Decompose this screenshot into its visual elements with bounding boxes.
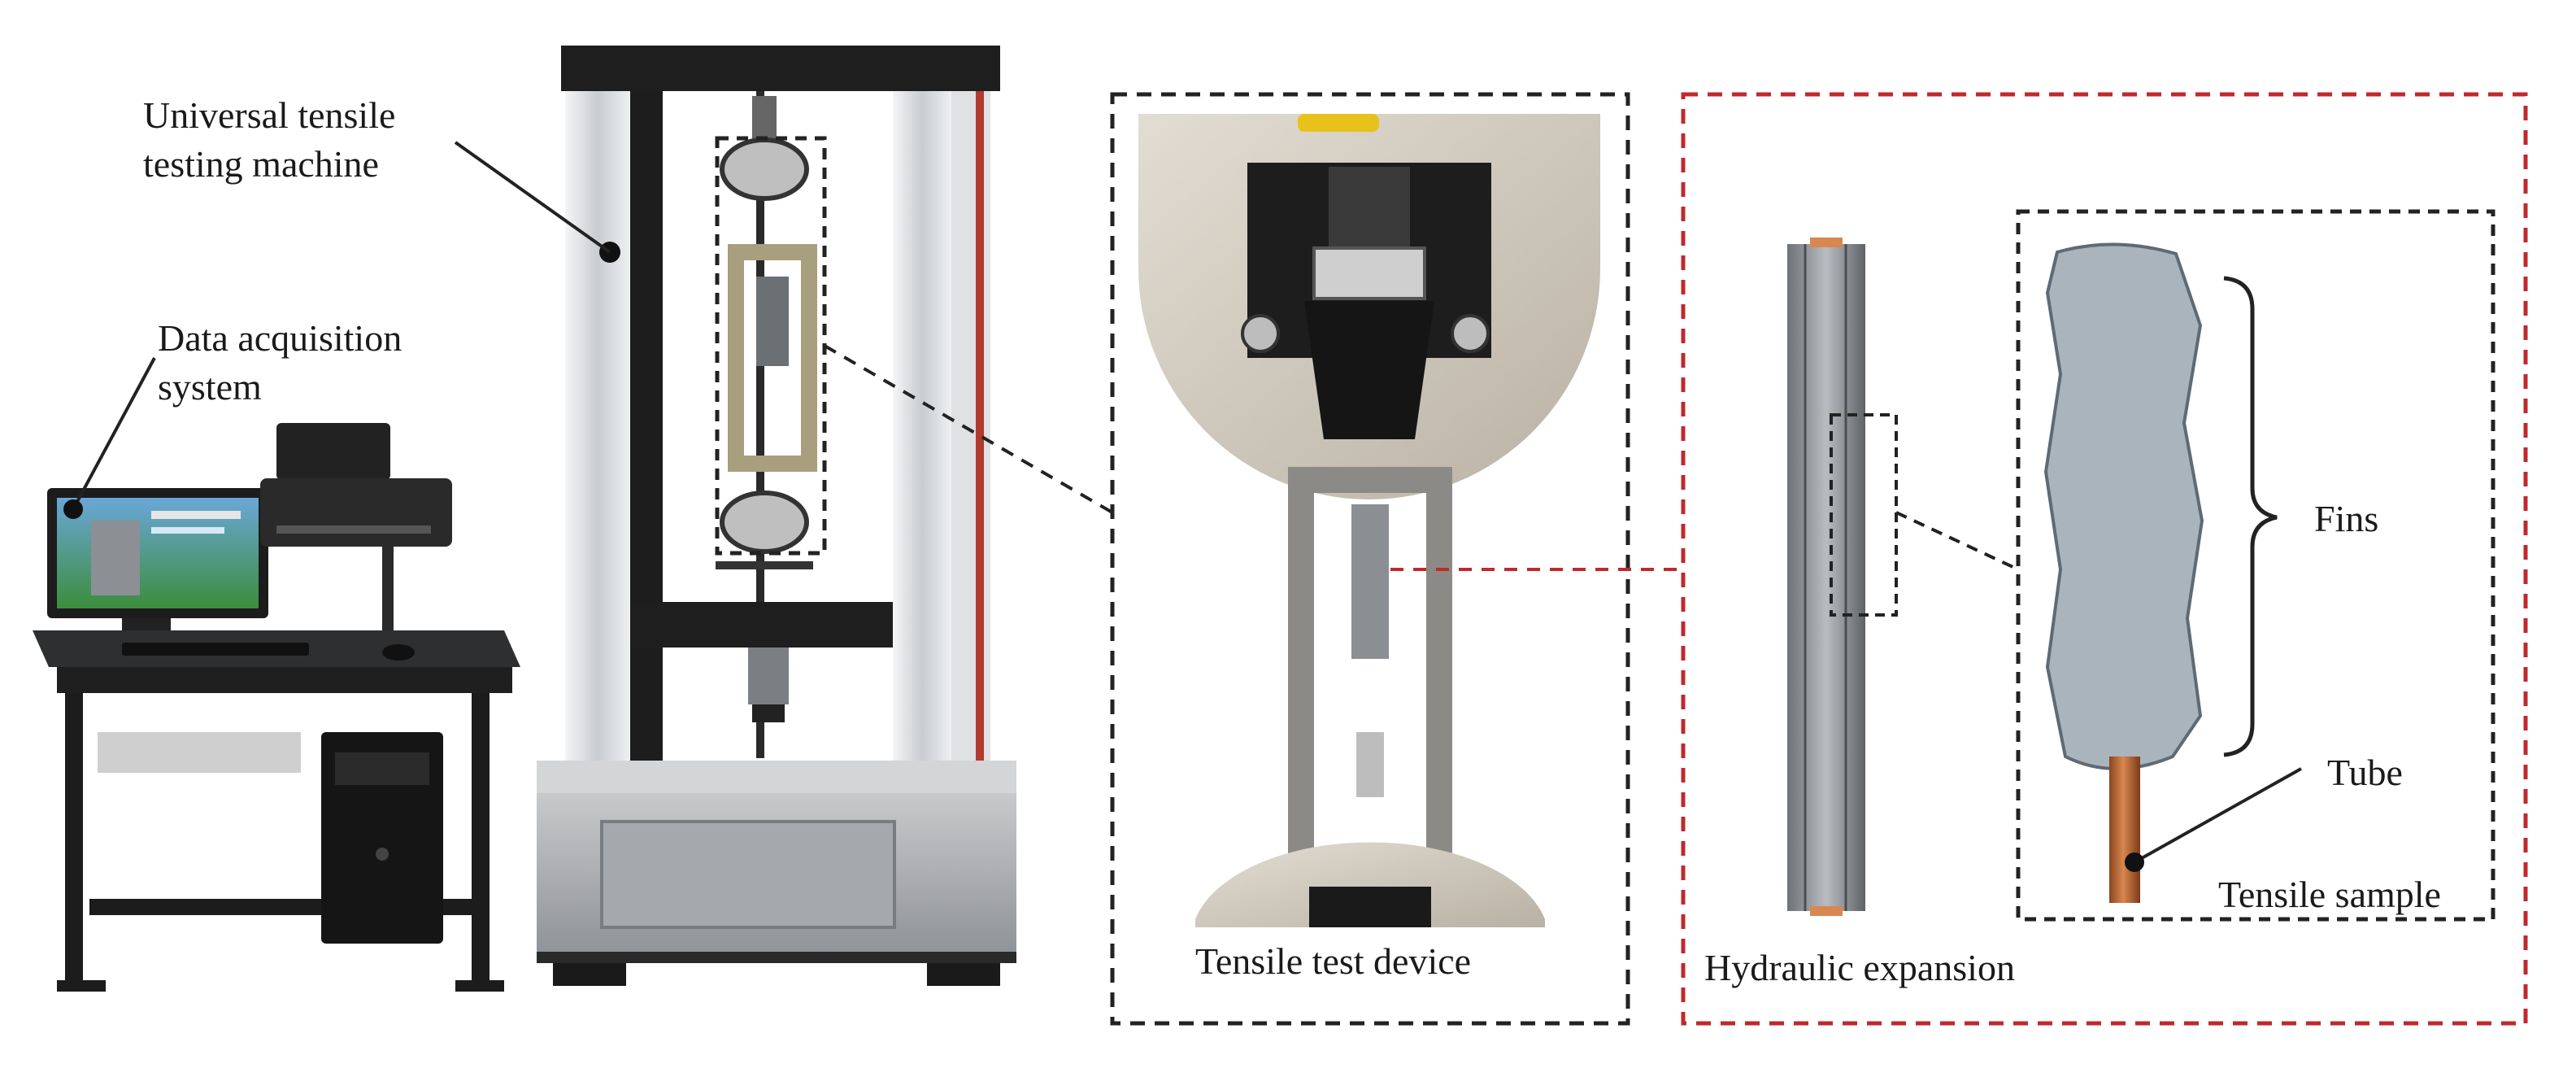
universal-tensile-testing-machine (537, 46, 1016, 986)
hydraulic-expansion-box (1681, 92, 2528, 1026)
daq-label-line2: system (158, 366, 262, 408)
tensile-sample-box (2016, 209, 2496, 922)
fins-brace (2223, 276, 2278, 757)
daq-callout-line (72, 357, 156, 510)
tensile-sample-label: Tensile sample (2218, 874, 2441, 915)
zoom-connector-1 (823, 344, 1114, 514)
moving-crosshead (630, 602, 893, 648)
tube-callout-line (2134, 767, 2302, 864)
data-acquisition-system (33, 423, 520, 992)
upper-grip (720, 137, 809, 201)
tube-label: Tube (2327, 752, 2403, 793)
tensile-sample (2043, 242, 2204, 903)
tensile-cage (728, 244, 817, 472)
tube-callout-dot (2125, 852, 2144, 872)
finned-tube (1787, 238, 1865, 916)
copper-tube (2109, 757, 2140, 903)
lower-grip (720, 491, 809, 554)
daq-callout-dot (63, 499, 83, 519)
hydraulic-label: Hydraulic expansion (1704, 947, 2015, 988)
machine-label-line1: Universal tensile (143, 94, 396, 136)
top-crosshead (561, 46, 1000, 91)
tensile-device-label: Tensile test device (1195, 940, 1472, 982)
fins-label: Fins (2314, 498, 2379, 539)
daq-label-line1: Data acquisition (158, 317, 402, 359)
printer (276, 423, 390, 480)
machine-label-line2: testing machine (143, 143, 379, 185)
tensile-device-box (1110, 92, 1630, 1026)
zoom-connector-2 (1895, 511, 2019, 571)
tube-detail-box (1830, 413, 1898, 617)
machine-callout-line (454, 141, 611, 254)
tensile-test-device (1138, 114, 1600, 927)
